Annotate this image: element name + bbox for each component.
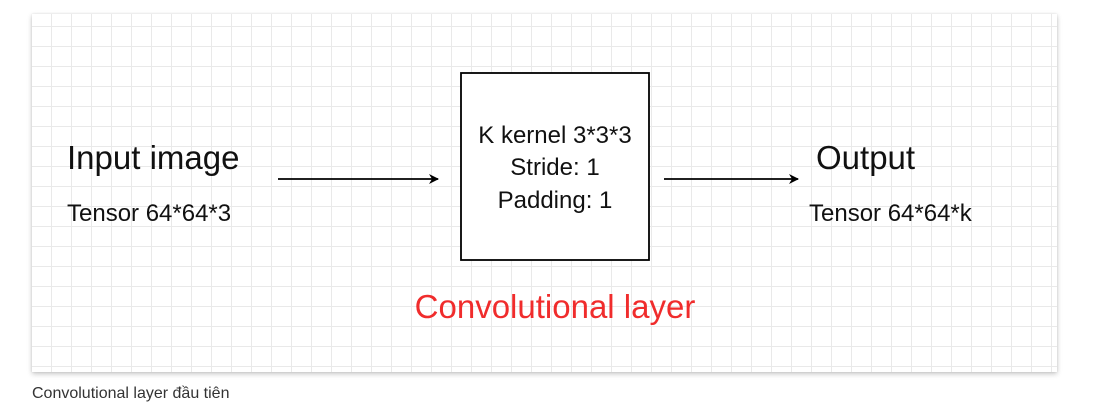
- input-subtitle: Tensor 64*64*3: [67, 200, 231, 227]
- layer-line-kernel: K kernel 3*3*3: [478, 122, 631, 149]
- conv-layer-box: [460, 72, 650, 261]
- layer-line-padding: Padding: 1: [498, 187, 613, 214]
- diagram-figure: Input image Tensor 64*64*3 K kernel 3*3*…: [32, 14, 1057, 372]
- output-subtitle: Tensor 64*64*k: [809, 200, 973, 227]
- input-title: Input image: [67, 139, 239, 176]
- output-title: Output: [816, 139, 915, 176]
- layer-name-label: Convolutional layer: [415, 288, 696, 325]
- layer-line-stride: Stride: 1: [510, 154, 599, 181]
- diagram-canvas: Input image Tensor 64*64*3 K kernel 3*3*…: [67, 72, 973, 325]
- figure-caption: Convolutional layer đầu tiên: [32, 385, 230, 402]
